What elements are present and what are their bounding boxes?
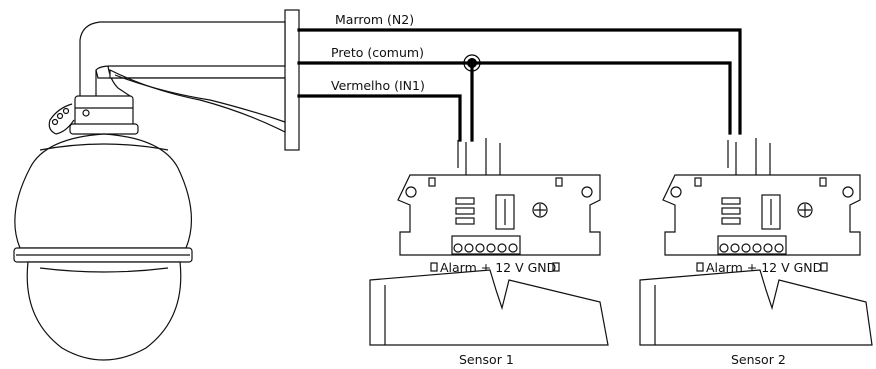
sensor-1-housing-base [369,269,609,346]
sensor-1-terminal-block [451,235,521,255]
wire-label-black: Preto (comum) [331,45,424,60]
camera-dome-lens [26,261,182,361]
sensor-2-terminal-labels: Alarm + 12 V GND [706,260,822,275]
wire-label-brown: Marrom (N2) [335,12,414,27]
wire-junction [467,58,477,68]
wire-red [297,94,462,142]
sensor-2-terminal-block [717,235,787,255]
dome-camera [13,9,300,361]
sensor-2-name: Sensor 2 [731,352,786,367]
arm-underside [109,69,286,133]
wire-black [297,54,732,142]
sensor-2-housing-base [639,269,873,346]
sensor-1-name: Sensor 1 [459,352,514,367]
wall-mount-plate [284,9,300,151]
wire-brown [297,28,742,135]
sensor-2: Alarm + 12 V GND Sensor 2 [639,138,873,367]
sensor-1: Alarm + 12 V GND Sensor 1 [369,138,609,367]
camera-housing [14,133,193,249]
wire-label-red: Vermelho (IN1) [331,78,425,93]
safety-chain [48,103,75,135]
